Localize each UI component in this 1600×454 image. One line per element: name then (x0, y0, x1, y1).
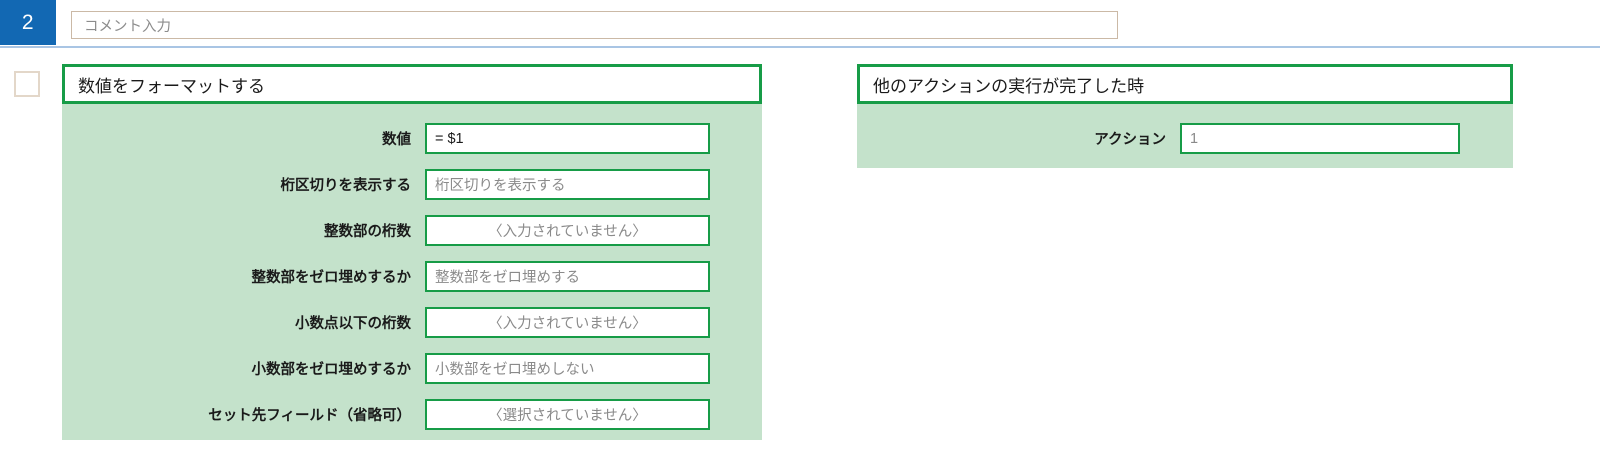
form-row: 小数点以下の桁数 〈入力されていません〉 (62, 307, 762, 338)
header-divider (0, 46, 1600, 48)
form-row-input[interactable]: 桁区切りを表示する (425, 169, 710, 200)
comment-input[interactable]: コメント入力 (71, 11, 1118, 39)
step-number-badge: 2 (0, 0, 56, 45)
form-row-label: 桁区切りを表示する (280, 178, 412, 194)
comment-bar: 2 コメント入力 (0, 0, 1600, 47)
form-row-value: 小数部をゼロ埋めしない (435, 362, 595, 378)
form-row-label: 小数点以下の桁数 (295, 316, 411, 332)
form-row-value: 〈入力されていません〉 (488, 316, 647, 332)
form-row-input[interactable]: 1 (1180, 123, 1460, 154)
form-row-label: セット先フィールド（省略可） (208, 408, 411, 424)
form-row: 小数部をゼロ埋めするか 小数部をゼロ埋めしない (62, 353, 762, 384)
form-row-label: アクション (1094, 132, 1166, 148)
form-row: 数値 = $1 (62, 123, 762, 154)
form-row: 整数部をゼロ埋めするか 整数部をゼロ埋めする (62, 261, 762, 292)
form-row-input[interactable]: 〈入力されていません〉 (425, 307, 710, 338)
form-row-label: 数値 (382, 132, 411, 148)
left-card-checkbox[interactable] (14, 71, 40, 97)
form-row: セット先フィールド（省略可） 〈選択されていません〉 (62, 399, 762, 430)
form-row: アクション 1 (857, 123, 1513, 154)
form-row-value: 整数部をゼロ埋めする (435, 270, 580, 286)
left-card-title-label: 数値をフォーマットする (78, 76, 265, 96)
form-row-label: 小数部をゼロ埋めするか (251, 362, 412, 378)
form-row: 桁区切りを表示する 桁区切りを表示する (62, 169, 762, 200)
left-card-title[interactable]: 数値をフォーマットする (62, 64, 762, 104)
form-row-value: 桁区切りを表示する (435, 178, 566, 194)
form-row: 整数部の桁数 〈入力されていません〉 (62, 215, 762, 246)
form-row-value: 〈入力されていません〉 (488, 224, 647, 240)
right-card-title[interactable]: 他のアクションの実行が完了した時 (857, 64, 1513, 104)
form-row-input[interactable]: 〈選択されていません〉 (425, 399, 710, 430)
form-row-value: = $1 (435, 130, 464, 147)
form-row-label: 整数部をゼロ埋めするか (251, 270, 412, 286)
comment-input-placeholder: コメント入力 (84, 18, 171, 35)
form-row-input[interactable]: 〈入力されていません〉 (425, 215, 710, 246)
form-row-value: 1 (1190, 130, 1199, 147)
form-row-input[interactable]: 小数部をゼロ埋めしない (425, 353, 710, 384)
form-row-value: 〈選択されていません〉 (488, 408, 647, 424)
right-card-title-label: 他のアクションの実行が完了した時 (873, 76, 1145, 96)
form-row-input[interactable]: 整数部をゼロ埋めする (425, 261, 710, 292)
form-row-label: 整数部の桁数 (324, 224, 411, 240)
form-row-input[interactable]: = $1 (425, 123, 710, 154)
right-card-body: アクション 1 (857, 104, 1513, 168)
